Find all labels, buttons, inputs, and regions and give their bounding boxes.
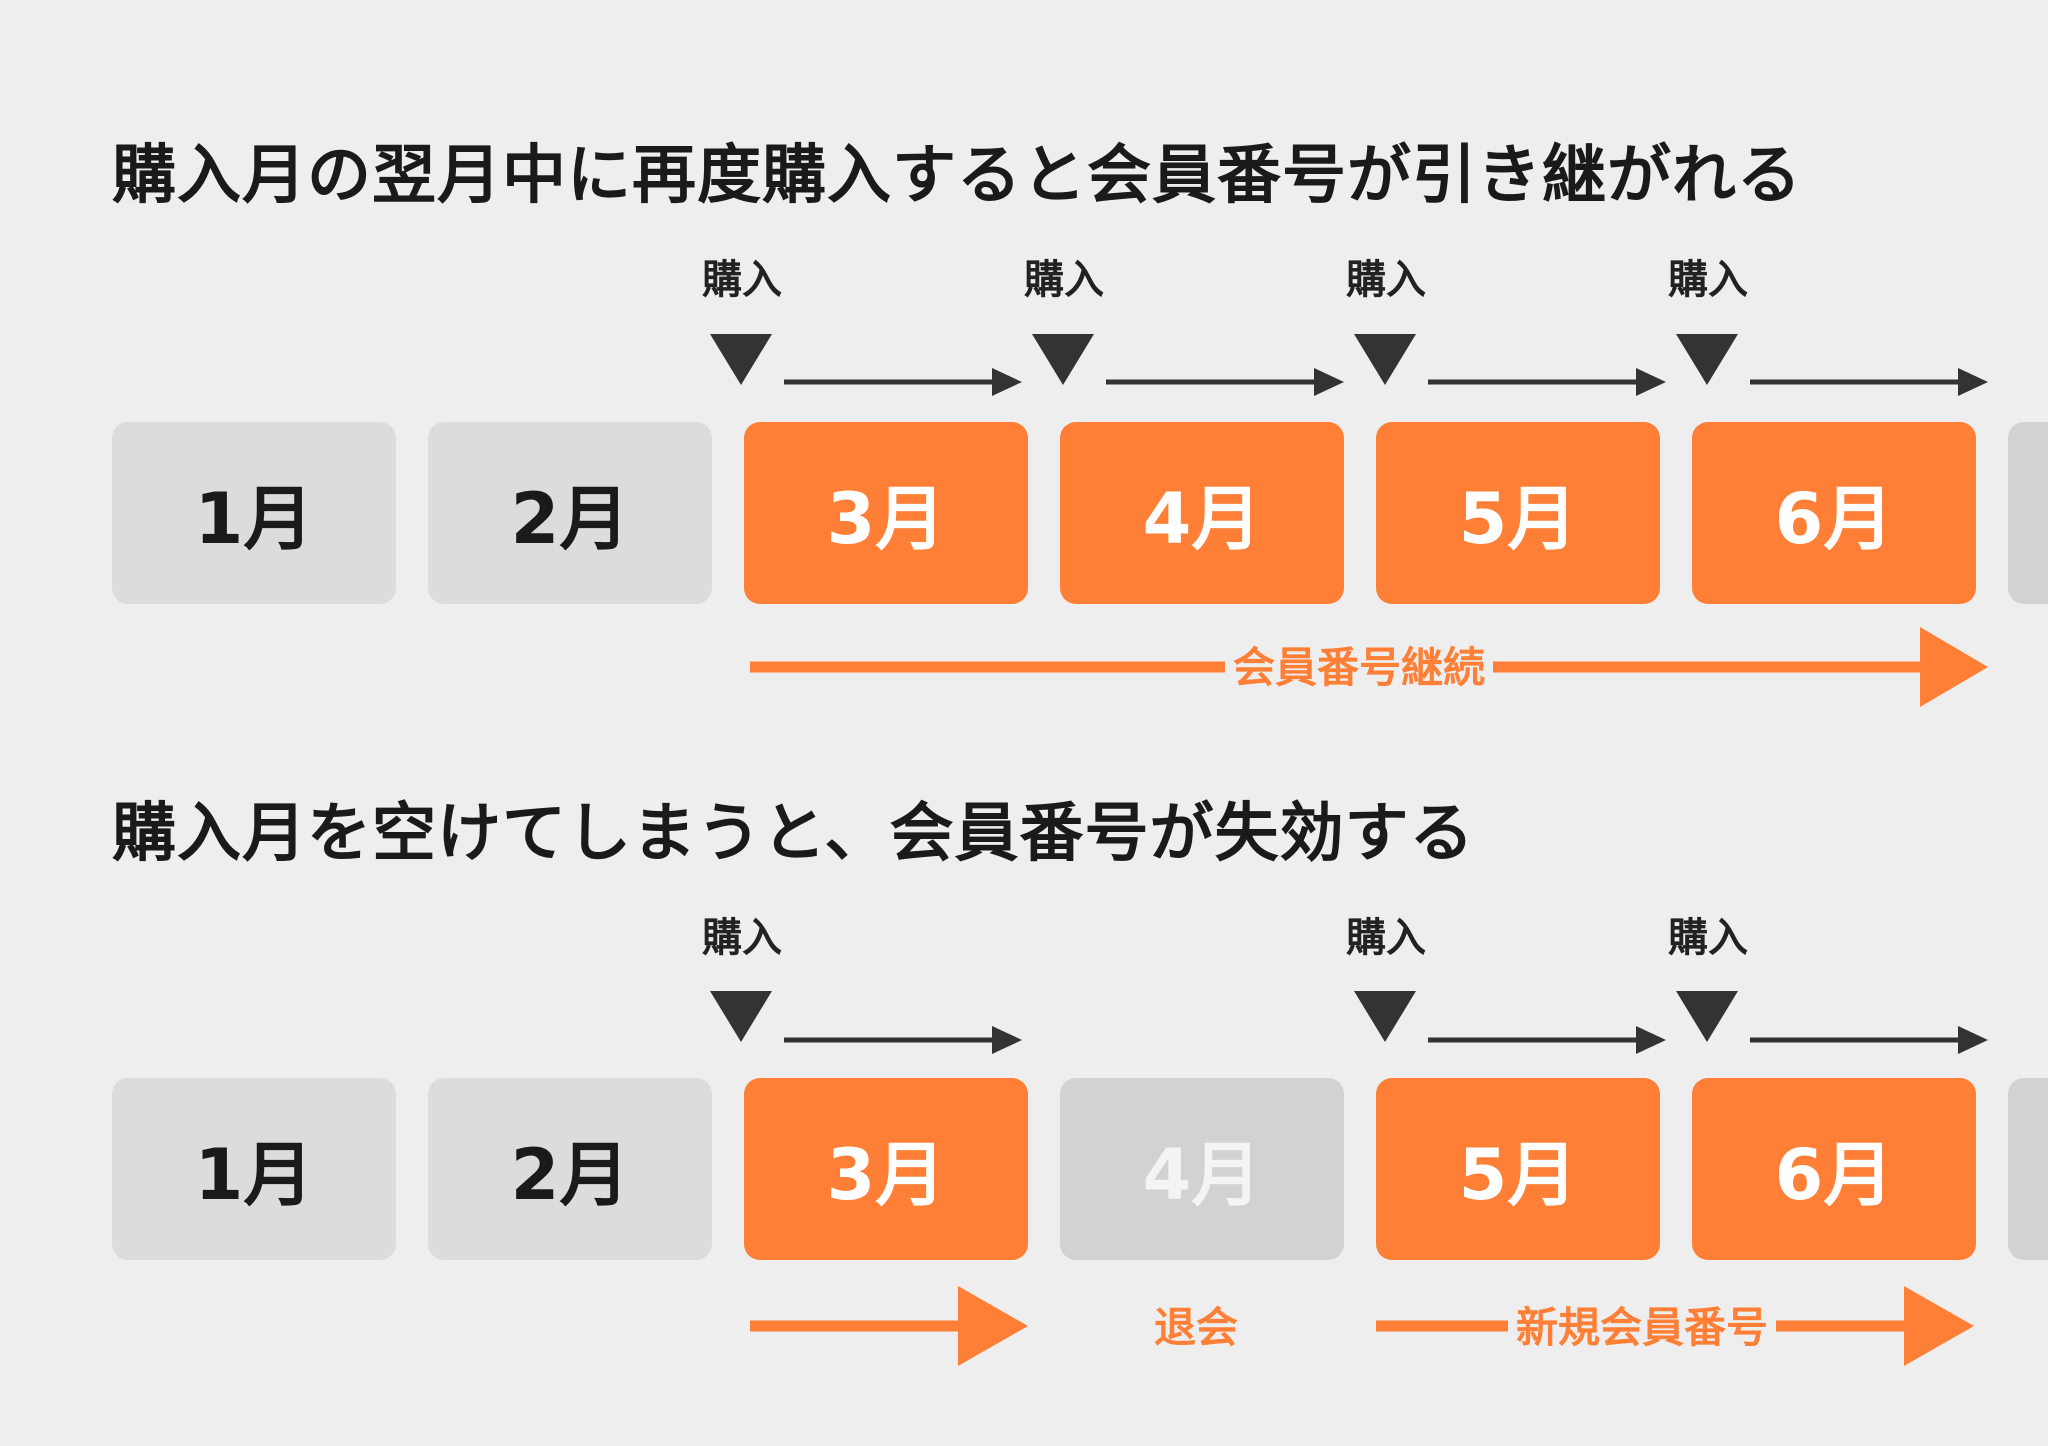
month-box-jan: 1月 xyxy=(112,422,396,604)
purchase-label: 購入 xyxy=(1668,915,1748,961)
one-month-arrow-icon xyxy=(1750,1026,1988,1054)
purchase-marker-icon xyxy=(1676,334,1738,385)
purchase-label: 購入 xyxy=(1668,257,1748,303)
one-month-arrow-icon xyxy=(1428,1026,1666,1054)
purchase-label: 購入 xyxy=(702,257,782,303)
purchase-marker-icon xyxy=(1354,991,1416,1042)
purchase-marker-icon xyxy=(710,334,772,385)
membership-continues-label: 会員番号継続 xyxy=(1225,647,1494,689)
purchase-label: 購入 xyxy=(702,915,782,961)
membership-end-arrow-icon xyxy=(750,1286,1028,1366)
purchase-marker-icon xyxy=(1354,334,1416,385)
one-month-arrow-icon xyxy=(1428,368,1666,396)
withdrawal-label: 退会 xyxy=(1146,1307,1247,1349)
new-member-number-label: 新規会員番号 xyxy=(1508,1307,1777,1349)
purchase-label: 購入 xyxy=(1024,257,1104,303)
one-month-arrow-icon xyxy=(784,368,1022,396)
purchase-marker-icon xyxy=(1032,334,1094,385)
month-box-may: 5月 xyxy=(1376,422,1660,604)
month-box-jun: 6月 xyxy=(1692,422,1976,604)
month-box-feb: 2月 xyxy=(428,422,712,604)
section1-title: 購入月の翌月中に再度購入すると会員番号が引き継がれる xyxy=(112,139,1802,213)
purchase-marker-icon xyxy=(1676,991,1738,1042)
month-box-mar: 3月 xyxy=(744,1078,1028,1260)
month-box-mar: 3月 xyxy=(744,422,1028,604)
month-box-apr: 4月 xyxy=(1060,422,1344,604)
one-month-arrow-icon xyxy=(1750,368,1988,396)
month-box-apr: 4月 xyxy=(1060,1078,1344,1260)
month-box-next-partial xyxy=(2008,422,2048,604)
month-box-may: 5月 xyxy=(1376,1078,1660,1260)
month-box-next-partial xyxy=(2008,1078,2048,1260)
month-box-jan: 1月 xyxy=(112,1078,396,1260)
month-box-jun: 6月 xyxy=(1692,1078,1976,1260)
section2-title: 購入月を空けてしまうと、会員番号が失効する xyxy=(112,797,1475,871)
purchase-label: 購入 xyxy=(1346,257,1426,303)
month-box-feb: 2月 xyxy=(428,1078,712,1260)
one-month-arrow-icon xyxy=(1106,368,1344,396)
purchase-marker-icon xyxy=(710,991,772,1042)
one-month-arrow-icon xyxy=(784,1026,1022,1054)
purchase-label: 購入 xyxy=(1346,915,1426,961)
